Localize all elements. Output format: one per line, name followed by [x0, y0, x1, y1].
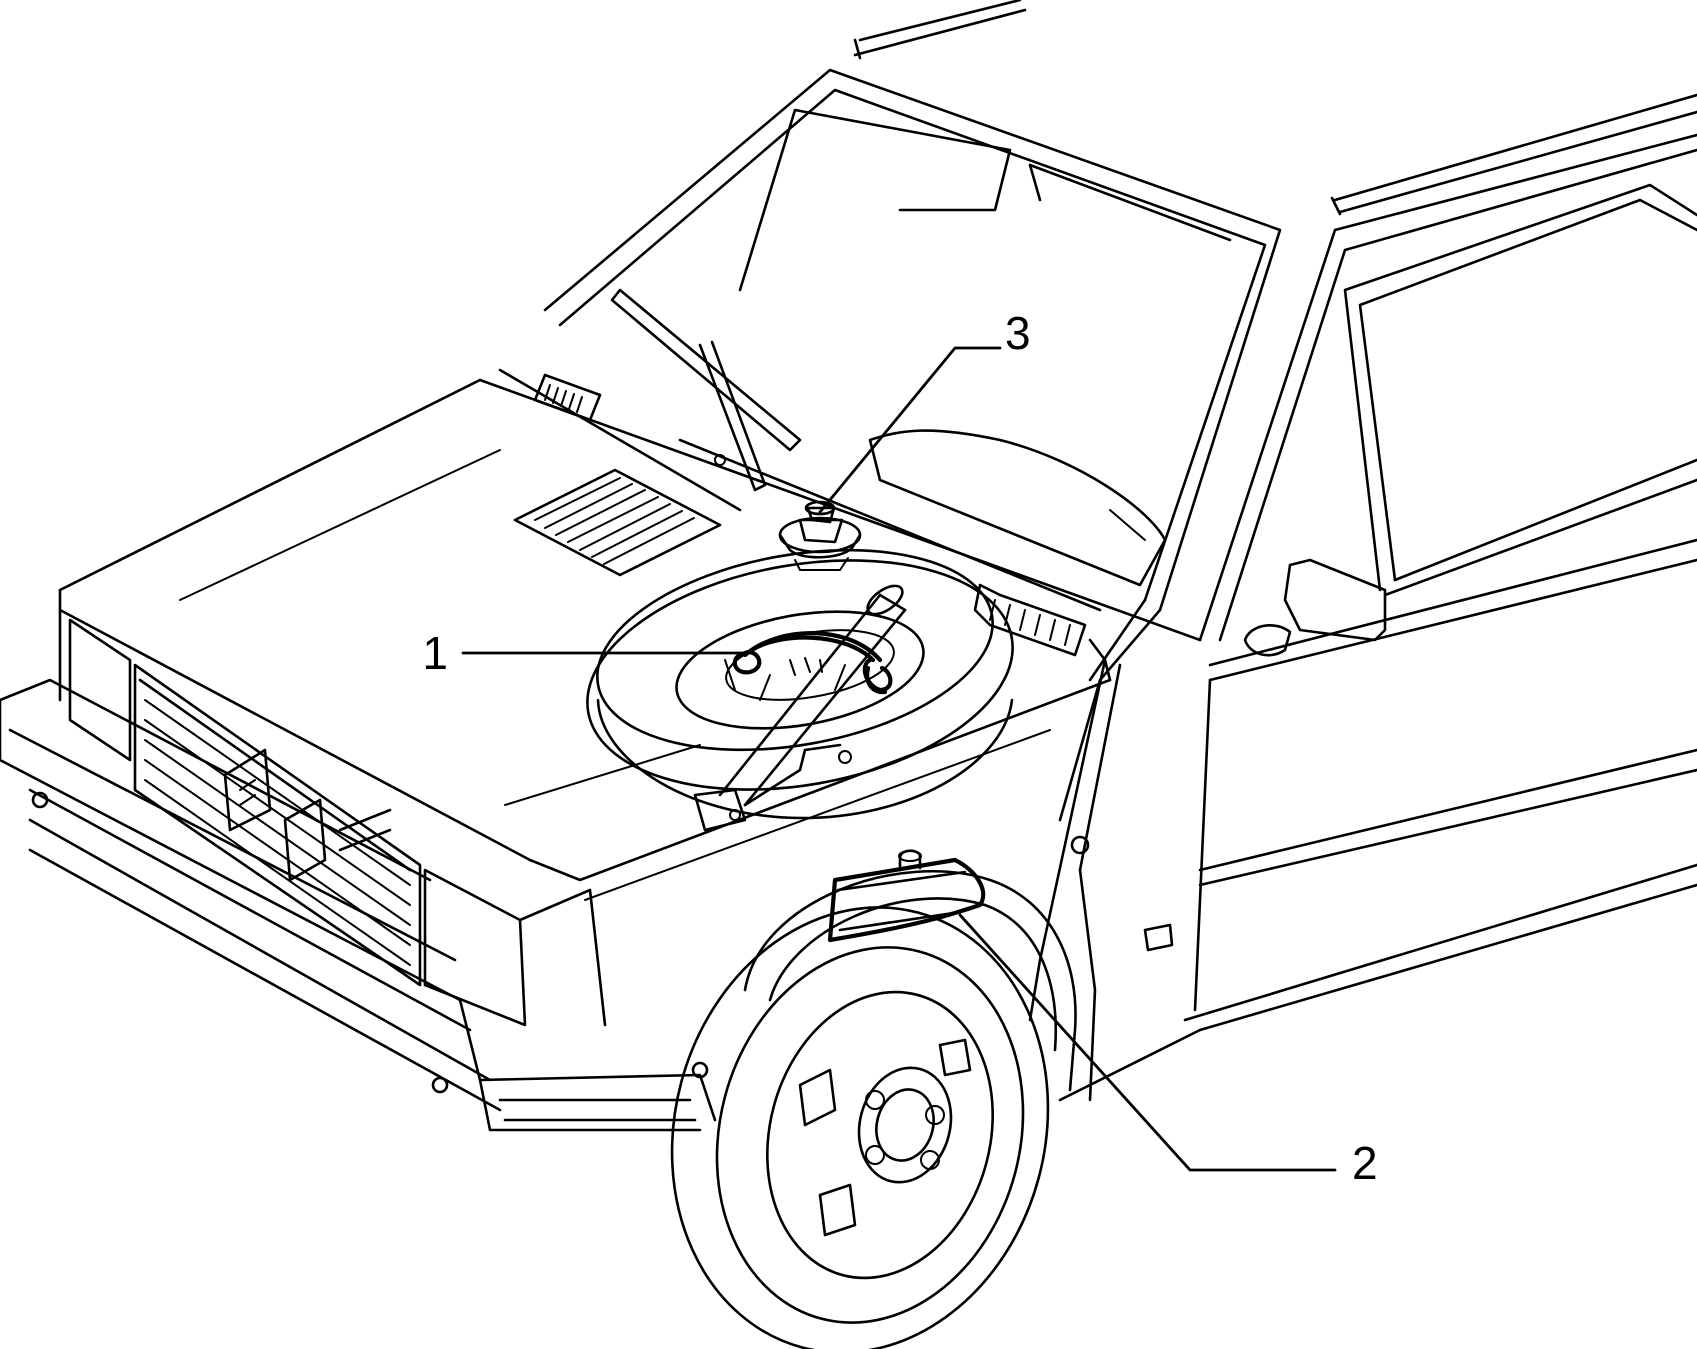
leader-lines: [461, 346, 1337, 1172]
side-window: [1198, 133, 1697, 642]
protective-cover: [827, 849, 986, 943]
leader-line-3: [818, 346, 1002, 514]
side-mirror: [1243, 558, 1387, 657]
front-wheel: [670, 906, 1050, 1349]
callout-label-2: 2: [1352, 1137, 1378, 1189]
front-bumper: [0, 678, 717, 1132]
car-roof: [853, 0, 1697, 216]
windshield: [543, 68, 1282, 822]
leader-line-2: [958, 913, 1337, 1172]
front-fender: [743, 658, 1202, 1102]
wiper-and-cowl: [478, 288, 1202, 657]
hood: [58, 378, 1112, 901]
callout-label-3: 3: [1005, 307, 1031, 359]
front-fascia: [58, 608, 607, 1027]
spare-wheel-fixing-bolt: [778, 500, 862, 571]
callout-labels: 1 2 3: [422, 307, 1377, 1189]
spare-wheel-assembly: [586, 548, 1014, 832]
door: [1143, 538, 1697, 1032]
callout-label-1: 1: [422, 627, 448, 679]
